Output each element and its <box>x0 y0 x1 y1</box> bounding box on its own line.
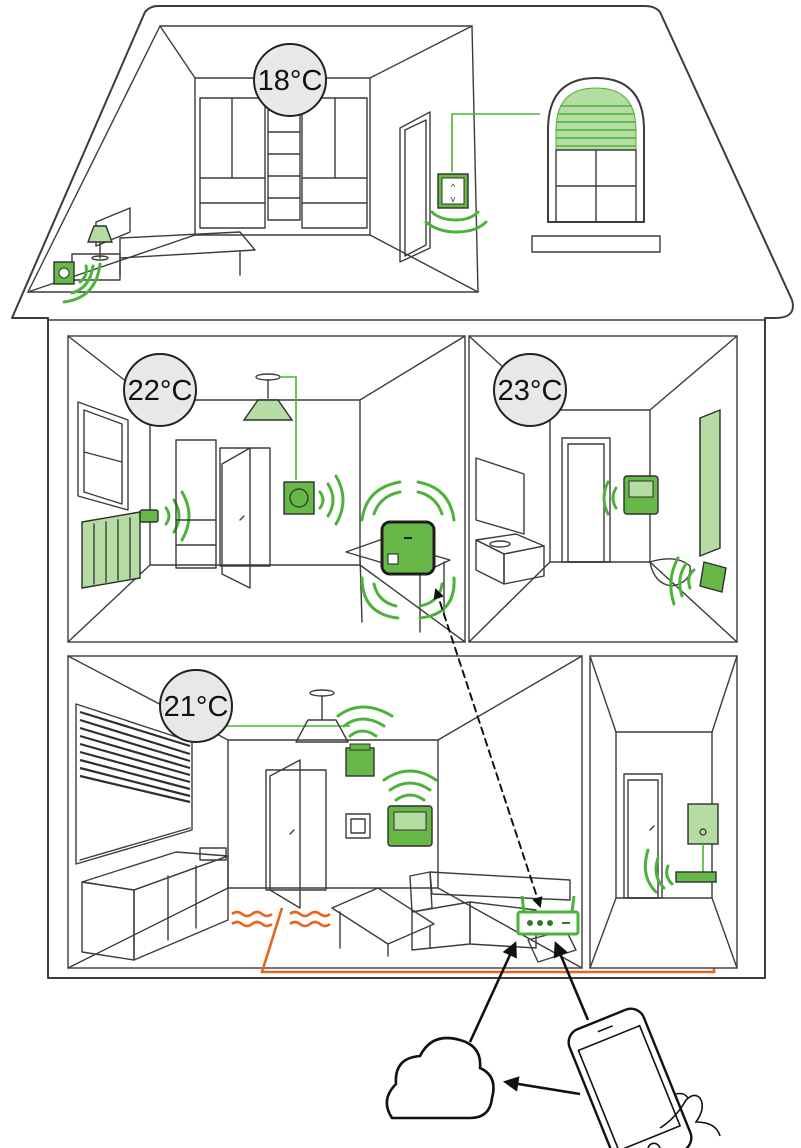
dimmer-switch <box>283 474 345 526</box>
temperature-label: 18°C <box>258 65 323 97</box>
radiator-thermostat <box>669 556 727 606</box>
phone-to-router-arrow <box>553 941 590 1021</box>
attic-room: ^ v 18°C <box>26 25 661 304</box>
hallway <box>589 655 738 969</box>
upper-living-room: 22°C <box>67 335 466 643</box>
thermostat-icon <box>382 769 438 847</box>
temperature-bubble: 22°C <box>123 353 197 427</box>
wall-switch <box>345 813 371 839</box>
sink <box>475 533 545 585</box>
kitchen-counter <box>81 847 229 961</box>
house-outline <box>11 5 794 979</box>
door-icon <box>399 111 431 263</box>
hub-icon <box>360 480 456 620</box>
cloud-icon <box>385 1036 495 1120</box>
lamp-icon <box>295 689 349 743</box>
sofa <box>409 871 571 951</box>
svg-text:^: ^ <box>451 182 456 192</box>
temperature-label: 22°C <box>128 375 193 407</box>
door-icon <box>265 759 327 909</box>
smartphone-icon <box>567 1007 721 1148</box>
temperature-label: 23°C <box>498 375 563 407</box>
temperature-bubble: 23°C <box>493 353 567 427</box>
window-icon <box>77 401 129 511</box>
hub-to-router-link <box>435 589 543 909</box>
bathroom: 23°C <box>468 335 738 643</box>
svg-text:v: v <box>451 194 456 204</box>
lower-living-kitchen: 21°C <box>67 655 716 974</box>
connections <box>433 587 590 1096</box>
light-actuator <box>336 705 394 777</box>
coffee-table <box>331 887 435 957</box>
toilet <box>649 558 691 587</box>
temperature-bubble: 18°C <box>253 43 327 117</box>
router-icon <box>516 895 580 963</box>
window-icon <box>531 77 661 253</box>
lamp-icon <box>242 373 297 480</box>
cloud-to-router-arrow <box>468 941 517 1043</box>
blind-switch: ^ v <box>424 113 540 234</box>
radiator-icon <box>699 408 721 558</box>
door-icon <box>175 439 271 589</box>
boiler-controller <box>643 803 719 894</box>
temperature-label: 21°C <box>164 691 229 723</box>
window-icon <box>75 703 350 865</box>
temperature-bubble: 21°C <box>159 669 233 743</box>
smart-plug <box>53 261 102 304</box>
thermostat-icon <box>602 475 659 516</box>
door-icon <box>623 773 663 899</box>
router-to-hub-link <box>433 587 541 907</box>
phone-to-cloud-arrow <box>502 1076 581 1096</box>
